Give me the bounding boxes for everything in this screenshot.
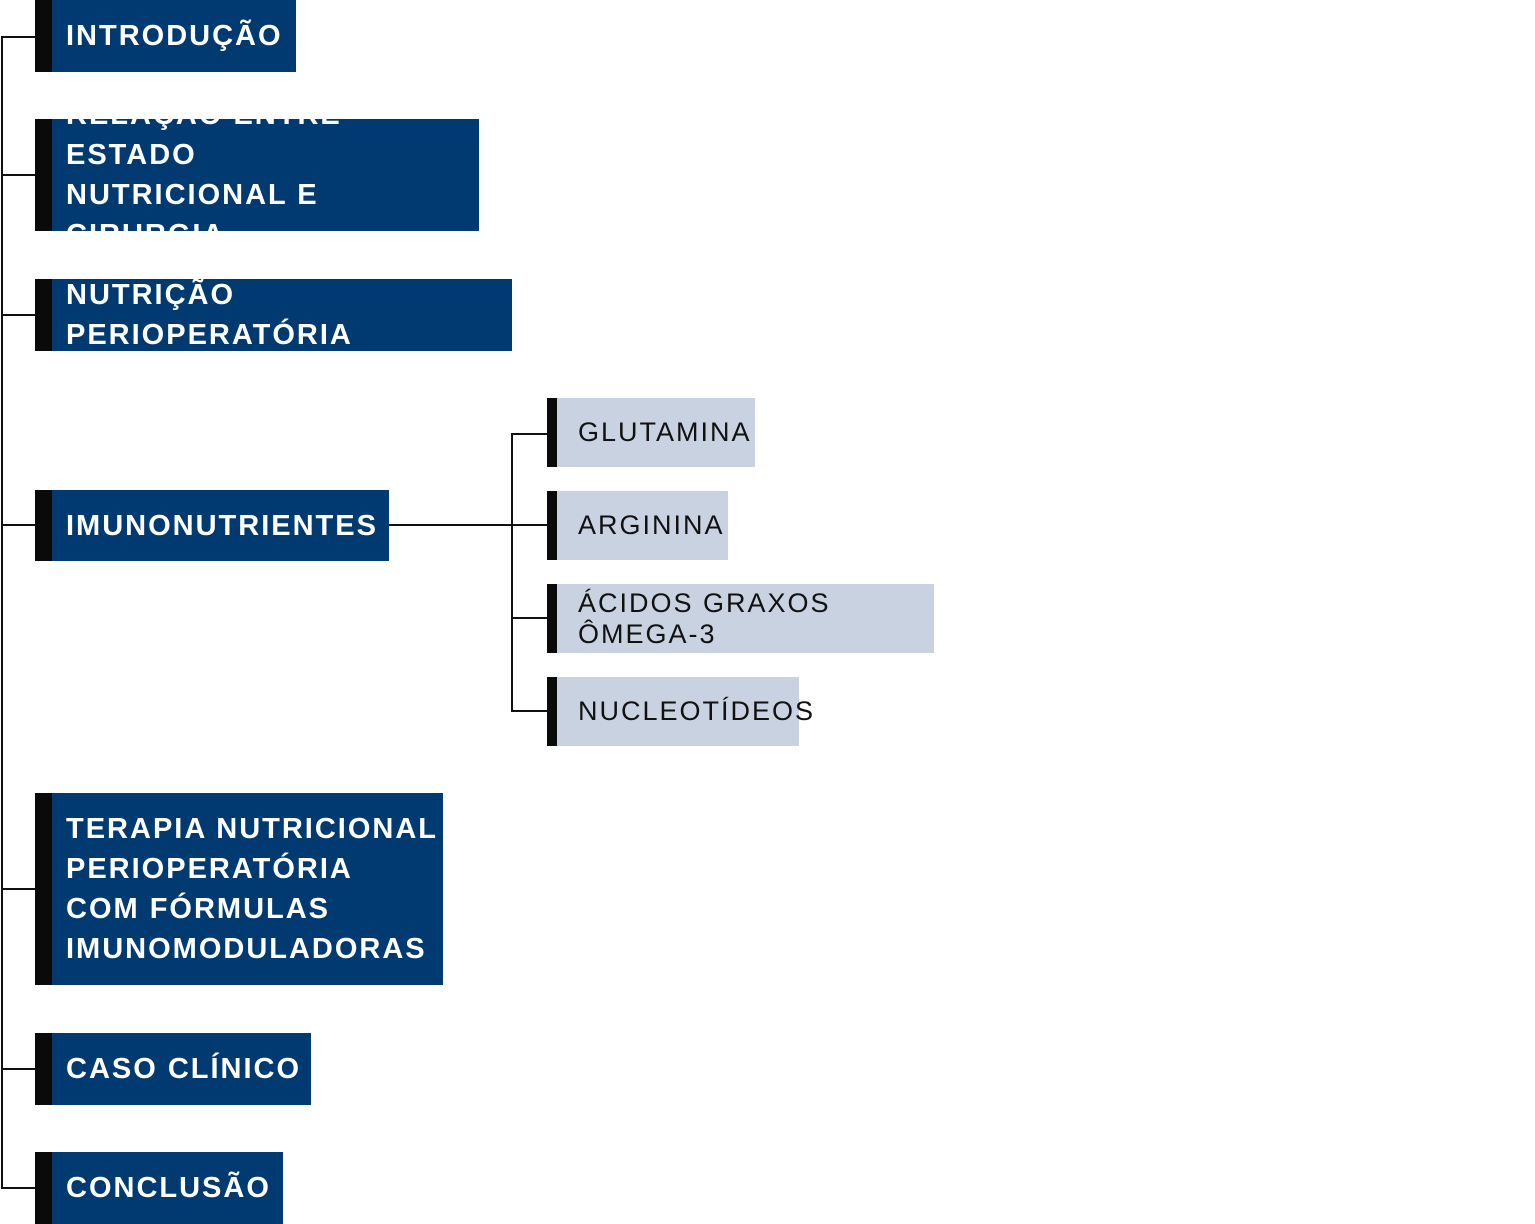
topic-label: CONCLUSÃO — [66, 1172, 271, 1204]
subtree-connector — [389, 524, 512, 526]
branch-line — [1, 888, 36, 890]
branch-line — [1, 1068, 36, 1070]
branch-line — [1, 36, 36, 38]
branch-line — [1, 174, 36, 176]
topic-introducao[interactable]: INTRODUÇÃO — [35, 0, 296, 72]
subtopic-nucleotideos[interactable]: NUCLEOTÍDEOS — [547, 677, 813, 746]
topic-caso-clinico[interactable]: CASO CLÍNICO — [35, 1033, 311, 1105]
sub-branch-line — [511, 710, 549, 712]
subtopic-label: ARGININA — [578, 510, 725, 540]
branch-line — [1, 314, 36, 316]
topic-nutricao-perioperatoria[interactable]: NUTRIÇÃO PERIOPERATÓRIA — [35, 279, 512, 351]
sub-branch-line — [511, 524, 549, 526]
branch-line — [1, 524, 36, 526]
topic-relacao-estado-nutricional[interactable]: RELAÇÃO ENTRE ESTADO NUTRICIONAL E CIRUR… — [35, 99, 479, 251]
branch-line — [1, 1187, 36, 1189]
sub-branch-line — [511, 617, 549, 619]
topic-label: NUTRIÇÃO PERIOPERATÓRIA — [66, 279, 353, 351]
topic-terapia-nutricional[interactable]: TERAPIA NUTRICIONAL PERIOPERATÓRIA COM F… — [35, 793, 443, 985]
subtopic-arginina[interactable]: ARGININA — [547, 491, 728, 560]
topic-imunonutrientes[interactable]: IMUNONUTRIENTES — [35, 490, 389, 561]
topic-label: CASO CLÍNICO — [66, 1053, 302, 1085]
subtree-trunk — [511, 433, 513, 712]
topic-label: INTRODUÇÃO — [66, 20, 283, 52]
trunk-line — [1, 36, 3, 1189]
topic-label: TERAPIA NUTRICIONAL PERIOPERATÓRIA COM F… — [66, 813, 439, 965]
topic-conclusao[interactable]: CONCLUSÃO — [35, 1152, 283, 1224]
subtopic-label: ÁCIDOS GRAXOS ÔMEGA-3 — [578, 587, 831, 649]
subtopic-glutamina[interactable]: GLUTAMINA — [547, 398, 755, 467]
subtopic-acidos-graxos-omega-3[interactable]: ÁCIDOS GRAXOS ÔMEGA-3 — [547, 584, 934, 653]
subtopic-label: NUCLEOTÍDEOS — [578, 696, 816, 726]
topic-label: RELAÇÃO ENTRE ESTADO NUTRICIONAL E CIRUR… — [66, 99, 342, 251]
topic-label: IMUNONUTRIENTES — [66, 509, 378, 542]
sub-branch-line — [511, 433, 549, 435]
subtopic-label: GLUTAMINA — [578, 417, 752, 447]
